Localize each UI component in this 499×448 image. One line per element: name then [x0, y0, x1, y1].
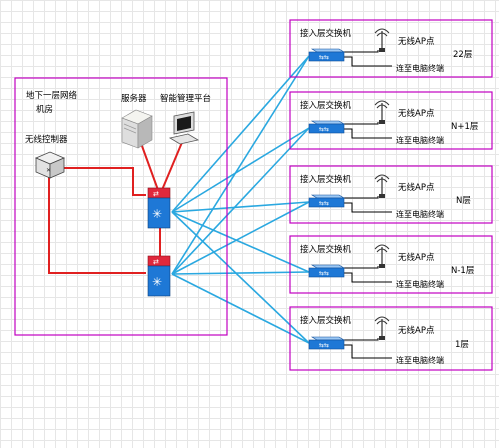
access-switch-label: 接入层交换机 [300, 244, 352, 255]
floor-panel: 接入层交换机 无线AP点 N+1层 连至电脑终端 ⇆⇆ [289, 91, 493, 150]
floor-panel: 接入层交换机 无线AP点 22层 连至电脑终端 ⇆⇆ [289, 19, 493, 78]
floor-label: 1层 [455, 340, 469, 350]
floor-panel: 接入层交换机 无线AP点 1层 连至电脑终端 ⇆⇆ [289, 306, 493, 371]
floor-frame [289, 165, 493, 224]
link-switch-ap [344, 122, 379, 125]
floor-panel: 接入层交换机 无线AP点 N-1层 连至电脑终端 ⇆⇆ [289, 235, 493, 294]
svg-text:⇄: ⇄ [153, 190, 159, 198]
uplink-core2-floor5 [171, 273, 310, 344]
link-controller-core2 [48, 170, 146, 274]
link-switch-ap [344, 50, 379, 53]
svg-text:✕: ✕ [46, 167, 51, 174]
ap-label: 无线AP点 [398, 325, 435, 336]
svg-text:✳: ✳ [152, 207, 162, 221]
uplink-core1-floor2 [171, 127, 310, 213]
access-switch-icon [308, 51, 345, 62]
svg-text:⇆⇆: ⇆⇆ [319, 270, 329, 277]
access-switch-icon [310, 48, 346, 53]
access-switch-icon [310, 120, 346, 125]
access-switch-icon [310, 264, 346, 269]
ap-label: 无线AP点 [398, 252, 435, 263]
floor-frame [289, 235, 493, 294]
uplink-core2-floor3 [171, 201, 310, 275]
svg-text:✳: ✳ [152, 275, 162, 289]
access-switch-label: 接入层交换机 [300, 315, 352, 326]
floor-label: 22层 [453, 50, 472, 60]
machine-room-frame [14, 77, 228, 336]
uplink-core1-floor1 [171, 55, 310, 213]
floor-frame [289, 91, 493, 150]
floor-frame [289, 306, 493, 371]
link-switch-terminal [344, 272, 392, 283]
wireless-ap-icon [374, 100, 390, 124]
link-switch-terminal [344, 202, 392, 213]
core-switch-icon: ⇄ ✳ [147, 255, 171, 297]
floor-label: N+1层 [451, 122, 478, 132]
uplink-core2-floor2 [171, 127, 310, 275]
wireless-ap-icon [374, 316, 390, 340]
svg-text:⇆⇆: ⇆⇆ [319, 126, 329, 133]
uplink-core1-floor4 [171, 211, 310, 273]
access-switch-label: 接入层交换机 [300, 100, 352, 111]
floor-label: N层 [456, 196, 471, 206]
wireless-ap-icon [374, 28, 390, 52]
svg-text:⇆⇆: ⇆⇆ [319, 200, 329, 207]
floor-label: N-1层 [451, 266, 474, 276]
link-switch-terminal [344, 344, 392, 359]
svg-text:⇆⇆: ⇆⇆ [319, 342, 329, 349]
access-switch-icon [308, 267, 345, 278]
floor-frame [289, 19, 493, 78]
access-switch-icon [308, 197, 345, 208]
uplink-core2-floor1 [171, 55, 310, 275]
link-switch-terminal [344, 128, 392, 139]
wireless-ap-icon [374, 174, 390, 198]
access-switch-icon [310, 194, 346, 199]
access-switch-icon [308, 123, 345, 134]
uplink-core2-floor4 [171, 271, 310, 275]
access-switch-label: 接入层交换机 [300, 174, 352, 185]
terminal-label: 连至电脑终端 [396, 135, 444, 145]
link-switch-terminal [344, 56, 392, 67]
floor-panels: 接入层交换机 无线AP点 22层 连至电脑终端 ⇆⇆ 接入层交换机 无线AP点 … [289, 19, 493, 371]
svg-text:⇆⇆: ⇆⇆ [319, 54, 329, 61]
link-controller-core1 [62, 167, 146, 196]
controller-label: 无线控制器 [25, 134, 68, 145]
floor-panel: 接入层交换机 无线AP点 N层 连至电脑终端 ⇆⇆ [289, 165, 493, 224]
uplink-core1-floor5 [171, 211, 310, 344]
terminal-label: 连至电脑终端 [396, 279, 444, 289]
wireless-controller-icon: ✕ [34, 151, 66, 179]
terminal-label: 连至电脑终端 [396, 63, 444, 73]
server-label: 服务器 [121, 93, 147, 104]
link-platform-core1 [161, 139, 184, 191]
platform-label: 智能管理平台 [160, 93, 211, 104]
uplink-cables [171, 55, 310, 344]
access-switch-icon [308, 339, 345, 350]
ap-label: 无线AP点 [398, 36, 435, 47]
server-icon [121, 109, 153, 149]
terminal-label: 连至电脑终端 [396, 355, 444, 365]
access-switch-icon [310, 336, 346, 341]
pc-icon [168, 111, 200, 145]
link-switch-ap [344, 266, 379, 269]
terminal-label: 连至电脑终端 [396, 209, 444, 219]
ap-label: 无线AP点 [398, 182, 435, 193]
link-switch-ap [344, 196, 379, 199]
link-switch-ap [344, 338, 379, 341]
ap-label: 无线AP点 [398, 108, 435, 119]
machine-room-title: 地下一层网络 [26, 90, 78, 101]
svg-text:⇄: ⇄ [153, 258, 159, 266]
machine-room-title-2: 机房 [36, 104, 53, 115]
wireless-ap-icon [374, 244, 390, 268]
access-switch-label: 接入层交换机 [300, 28, 352, 39]
core-switch-icon: ⇄ ✳ [147, 187, 171, 229]
uplink-core1-floor3 [171, 201, 310, 213]
